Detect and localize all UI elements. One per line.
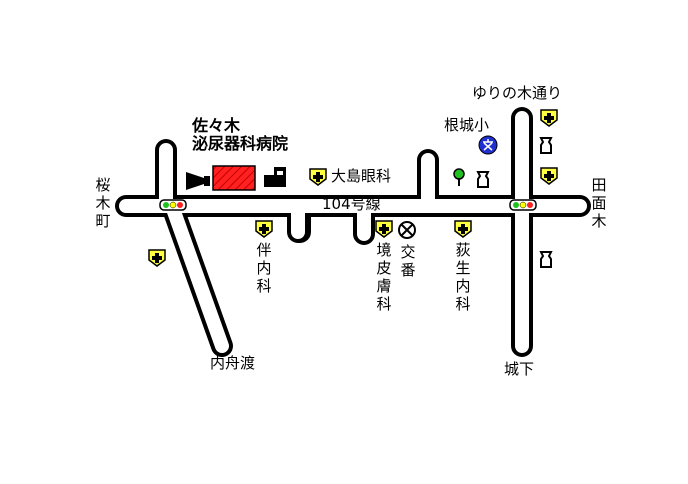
label-sakai: 境皮膚科 [376, 241, 392, 313]
clinic-building [212, 165, 256, 191]
hospital-icon [255, 220, 273, 238]
direction-arrow-icon [186, 172, 210, 190]
label-shiroshita: 城下 [504, 360, 535, 378]
uchifunato-road-fill [165, 199, 229, 353]
hospital-icon [540, 167, 558, 185]
label-koban: 交番 [400, 243, 416, 279]
hospital-icon [375, 220, 393, 238]
clinic-name-line2: 泌尿器科病院 [192, 134, 289, 153]
traffic-signal-icon [509, 199, 537, 211]
hospital-icon [454, 220, 472, 238]
label-hagyu: 荻生内科 [455, 241, 471, 313]
main-road-fill [119, 111, 587, 241]
police-box-icon [398, 221, 416, 239]
hospital-icon [148, 249, 166, 267]
label-nejo: 根城小 [444, 116, 490, 134]
gas-station-icon [539, 137, 553, 154]
label-yurinoki: ゆりの木通り [472, 84, 563, 102]
label-sakuragi: 桜木町 [95, 176, 111, 230]
building-icon [264, 167, 286, 187]
traffic-signal-icon [159, 199, 187, 211]
hospital-icon [540, 109, 558, 127]
label-tamoki: 田面木 [591, 176, 607, 230]
gas-station-icon [476, 171, 490, 188]
tree-icon [453, 168, 465, 186]
road-fills [119, 111, 587, 353]
hospital-icon [309, 168, 327, 186]
gas-station-icon [539, 251, 553, 268]
label-oshima: 大島眼科 [331, 167, 392, 185]
label-route: 104号線 [322, 195, 381, 213]
label-ban: 伴内科 [256, 241, 272, 295]
label-uchifunato: 内舟渡 [210, 354, 256, 372]
school-icon [478, 135, 498, 155]
clinic-name-line1: 佐々木 [192, 116, 241, 135]
